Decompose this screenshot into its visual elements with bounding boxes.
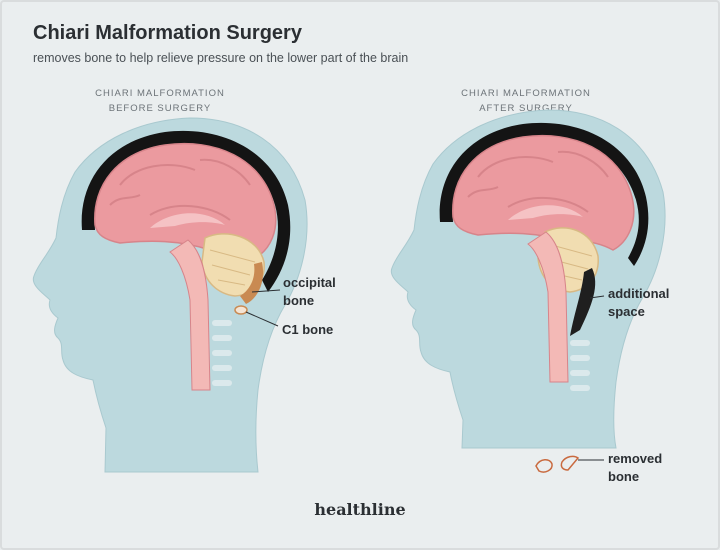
caption-before-surgery: CHIARI MALFORMATION BEFORE SURGERY	[95, 88, 225, 114]
additional-space	[570, 268, 596, 336]
brainstem	[169, 239, 211, 391]
label-occipital-bone: occipital bone	[283, 275, 336, 308]
label-additional-space: additional space	[608, 286, 670, 319]
label-removed-bone: removed bone	[608, 451, 663, 484]
figure-title: Chiari Malformation Surgery	[33, 22, 302, 44]
skull-outline	[81, 130, 291, 292]
label-c1-bone: C1 bone	[282, 322, 334, 337]
removed-bone-piece	[535, 459, 553, 473]
figure-subtitle: removes bone to help relieve pressure on…	[33, 51, 409, 65]
cerebrum	[94, 142, 277, 259]
removed-bone-piece	[560, 455, 580, 471]
cerebrum	[452, 134, 635, 251]
c1-bone	[234, 305, 248, 315]
brand-logo: healthline	[314, 500, 406, 519]
caption-after-surgery: CHIARI MALFORMATION AFTER SURGERY	[461, 88, 591, 114]
occipital-bone	[240, 262, 264, 304]
brainstem	[527, 231, 569, 383]
